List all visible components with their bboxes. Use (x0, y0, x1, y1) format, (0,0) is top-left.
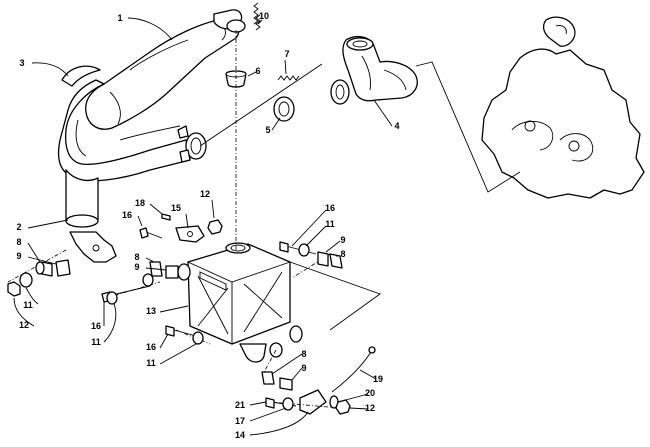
callout-3: 3 (19, 58, 24, 68)
callout-1: 1 (117, 13, 122, 23)
spring-10 (253, 2, 259, 25)
plate-14 (299, 389, 327, 415)
callout-17: 17 (235, 416, 245, 426)
callout-5: 5 (265, 125, 270, 135)
pipe-outlet-flange (185, 132, 207, 160)
callout-10: 10 (259, 11, 269, 21)
callout-21: 21 (235, 400, 245, 410)
muffler-box (177, 242, 303, 363)
hardware (7, 213, 376, 415)
callout-16: 16 (91, 321, 101, 331)
callout-12: 12 (19, 320, 29, 330)
callout-15: 15 (171, 203, 181, 213)
callout-9: 9 (16, 251, 21, 261)
callout-4: 4 (394, 121, 399, 131)
leader-lines (13, 17, 393, 436)
callout-18: 18 (135, 198, 145, 208)
callout-9: 9 (301, 363, 306, 373)
callout-16: 16 (325, 203, 335, 213)
callout-8: 8 (340, 249, 345, 259)
callout-8: 8 (16, 237, 21, 247)
callout-11: 11 (23, 300, 33, 310)
callout-7: 7 (284, 49, 289, 59)
callout-8: 8 (301, 349, 306, 359)
callout-11: 11 (325, 219, 335, 229)
exhaust-manifold (330, 35, 418, 105)
bracket-15 (175, 225, 205, 243)
callout-6: 6 (255, 66, 260, 76)
callout-19: 19 (373, 374, 383, 384)
engine-outline (481, 16, 645, 199)
callout-13: 13 (146, 306, 156, 316)
callout-9: 9 (134, 262, 139, 272)
silencer-assembly (57, 9, 246, 228)
callout-12: 12 (365, 403, 375, 413)
down-pipe-end (65, 214, 99, 228)
gasket-ring-5 (273, 96, 295, 122)
callout-14: 14 (235, 430, 245, 440)
callout-16: 16 (122, 210, 132, 220)
callout-16: 16 (146, 342, 156, 352)
spring-hanger (61, 65, 101, 87)
spring-7 (277, 75, 300, 81)
silencer-body (85, 17, 240, 130)
callout-20: 20 (365, 388, 375, 398)
callout-9: 9 (340, 235, 345, 245)
callout-8: 8 (134, 252, 139, 262)
callout-12: 12 (200, 189, 210, 199)
callout-11: 11 (146, 358, 156, 368)
callout-11: 11 (91, 337, 101, 347)
callout-2: 2 (16, 222, 21, 232)
